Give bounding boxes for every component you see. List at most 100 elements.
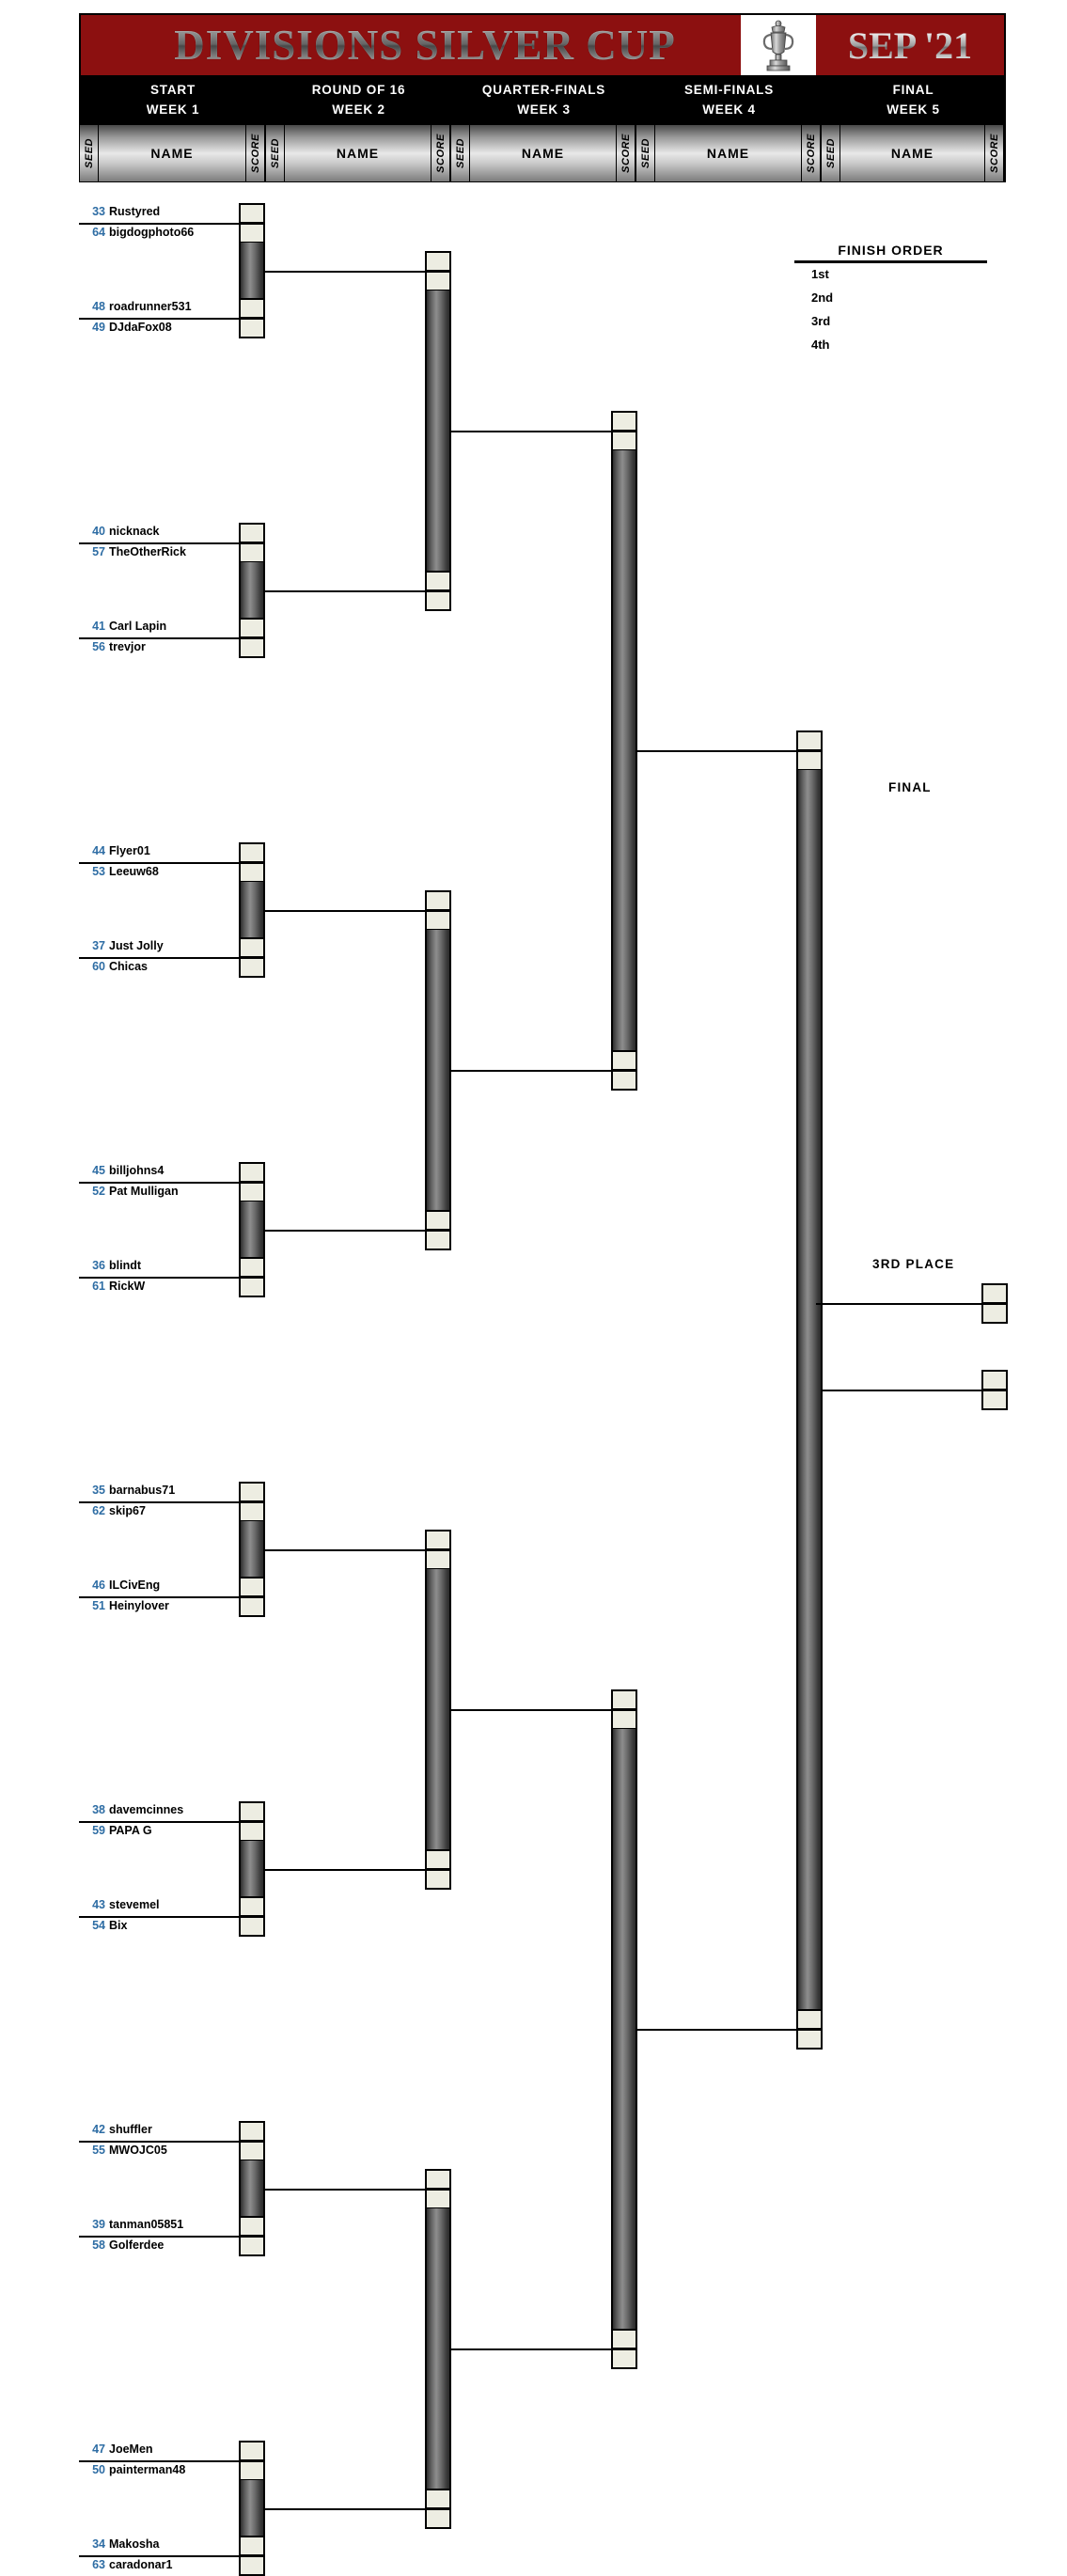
score-box-r4[interactable] (796, 750, 823, 771)
seed-column-header: SEED (636, 125, 655, 181)
score-box-r2[interactable] (425, 1210, 451, 1231)
score-box-r1[interactable] (239, 637, 265, 658)
seed-header-text: SEED (454, 138, 466, 168)
score-box-third-place[interactable] (981, 1283, 1008, 1304)
score-box-r2[interactable] (425, 571, 451, 591)
score-box-r1[interactable] (239, 1821, 265, 1842)
score-box-r3[interactable] (611, 1050, 637, 1071)
advance-line-r3-r4 (637, 2029, 796, 2031)
score-box-r4[interactable] (796, 2029, 823, 2050)
seed-number: 61 (92, 1280, 105, 1293)
round-week: WEEK 4 (702, 102, 756, 117)
player-name: stevemel (109, 1898, 160, 1911)
score-box-r3[interactable] (611, 1689, 637, 1710)
score-box-r1[interactable] (239, 1896, 265, 1917)
score-box-r1[interactable] (239, 318, 265, 338)
score-box-r1[interactable] (239, 2236, 265, 2256)
score-box-r1[interactable] (239, 2216, 265, 2237)
seed-number: 48 (92, 300, 105, 313)
score-box-r2[interactable] (425, 2508, 451, 2529)
score-box-r1[interactable] (239, 2441, 265, 2461)
player-name: Carl Lapin (109, 620, 167, 633)
score-box-r1[interactable] (239, 2536, 265, 2556)
seed-number: 41 (92, 620, 105, 633)
seed-number: 57 (92, 545, 105, 558)
score-box-r2[interactable] (425, 910, 451, 931)
match-divider-line (79, 223, 239, 225)
match-divider-line (79, 957, 239, 959)
score-box-r2[interactable] (425, 590, 451, 611)
bracket-bar-r1 (239, 562, 265, 618)
score-box-r3[interactable] (611, 2329, 637, 2349)
score-box-r1[interactable] (239, 1277, 265, 1297)
seed-number: 51 (92, 1599, 105, 1612)
player-name: bigdogphoto66 (109, 226, 195, 239)
score-box-final[interactable] (981, 1370, 1008, 1390)
round-name: ROUND OF 16 (311, 83, 406, 98)
score-box-r1[interactable] (239, 957, 265, 978)
score-box-r1[interactable] (239, 862, 265, 883)
player-name: painterman48 (109, 2463, 186, 2476)
score-box-r1[interactable] (239, 1162, 265, 1183)
score-box-r2[interactable] (425, 2489, 451, 2509)
score-box-r1[interactable] (239, 1501, 265, 1522)
score-box-r2[interactable] (425, 1869, 451, 1890)
score-box-r1[interactable] (239, 1596, 265, 1617)
score-box-r1[interactable] (239, 842, 265, 863)
score-box-r1[interactable] (239, 223, 265, 243)
score-box-r3[interactable] (611, 1709, 637, 1730)
score-box-r1[interactable] (239, 2121, 265, 2142)
score-box-final[interactable] (981, 1390, 1008, 1410)
score-box-r1[interactable] (239, 1801, 265, 1822)
score-box-r1[interactable] (239, 2555, 265, 2576)
score-box-r2[interactable] (425, 1530, 451, 1550)
name-column-header: NAME (285, 125, 431, 181)
seed-header-text: SEED (824, 138, 837, 168)
score-box-r2[interactable] (425, 1549, 451, 1570)
score-box-r3[interactable] (611, 411, 637, 432)
score-box-r1[interactable] (239, 2460, 265, 2481)
score-box-r1[interactable] (239, 1577, 265, 1597)
score-box-r2[interactable] (425, 271, 451, 291)
score-box-r2[interactable] (425, 890, 451, 911)
match-divider-line (79, 1501, 239, 1503)
player-name: tanman05851 (109, 2218, 184, 2231)
player-name: blindt (109, 1259, 142, 1272)
score-box-r2[interactable] (425, 2189, 451, 2209)
score-box-r1[interactable] (239, 1182, 265, 1202)
score-box-r1[interactable] (239, 937, 265, 958)
score-box-r1[interactable] (239, 542, 265, 563)
score-box-r1[interactable] (239, 618, 265, 638)
player-name: shuffler (109, 2123, 152, 2136)
score-box-r1[interactable] (239, 1916, 265, 1937)
round-name: SEMI-FINALS (683, 83, 775, 98)
score-box-r1[interactable] (239, 298, 265, 319)
score-box-r1[interactable] (239, 523, 265, 543)
seed-column-header: SEED (822, 125, 840, 181)
score-box-r3[interactable] (611, 1070, 637, 1091)
score-box-r1[interactable] (239, 1482, 265, 1502)
seed-number: 45 (92, 1164, 105, 1177)
score-box-r2[interactable] (425, 2169, 451, 2190)
seed-number: 46 (92, 1579, 105, 1592)
advance-line-r1-r2 (265, 590, 425, 592)
score-box-r1[interactable] (239, 2141, 265, 2161)
score-box-r1[interactable] (239, 203, 265, 224)
seed-number: 33 (92, 205, 105, 218)
advance-line-r2-r3 (451, 1070, 611, 1072)
bracket-bar-r1 (239, 2480, 265, 2536)
score-box-r2[interactable] (425, 1230, 451, 1250)
score-box-r2[interactable] (425, 1849, 451, 1870)
score-box-r1[interactable] (239, 1257, 265, 1278)
score-box-r3[interactable] (611, 2348, 637, 2369)
score-box-third-place[interactable] (981, 1303, 1008, 1324)
score-box-r3[interactable] (611, 431, 637, 451)
score-box-r4[interactable] (796, 2009, 823, 2030)
score-box-r2[interactable] (425, 251, 451, 272)
score-box-r4[interactable] (796, 730, 823, 751)
player-name: davemcinnes (109, 1803, 184, 1816)
